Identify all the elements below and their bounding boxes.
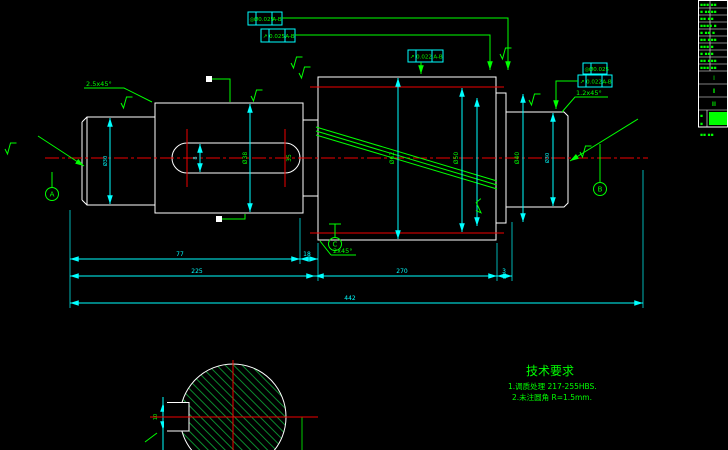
tech-req-line1: 1.调质处理 217-255HBS. [508, 381, 597, 391]
title-block-rows: ▪▪▪ ▪▪ ▪ ▪▪▪▪ ▪▪ ▪▪ ▪▪▪▪ ▪ ▪ ▪▪ ▪ ▪▪ ▪▪▪… [700, 3, 717, 138]
dim-77: 77 [176, 251, 184, 258]
gdt-frame-3: ↗ 0.022 A-B [407, 49, 444, 63]
dim-dia-root: Ø50 [453, 152, 460, 165]
datum-left: A [50, 191, 55, 199]
worm-body [317, 76, 497, 241]
titleblock-row: ▪▪▪ ▪▪ [700, 3, 717, 8]
dim-dia-right-journal: Ø30 [544, 153, 551, 163]
gdt4b-datum: A-B [602, 80, 611, 86]
gdt1-value: Ø0.025 [254, 16, 275, 23]
chamfer-notes: 2.5x45° 1.2x45° 2x45° [86, 80, 602, 255]
dim-225: 225 [191, 268, 203, 275]
gdt3-datum: A-B [433, 55, 442, 61]
dim-3: 3 [502, 268, 506, 275]
titleblock-row: ▪▪ ▪▪▪ [700, 38, 717, 43]
datum-right: B [598, 186, 603, 194]
titleblock-side2: ▪ [700, 122, 703, 127]
chamfer-note-right: 1.2x45° [576, 89, 602, 97]
dim-18: 18 [303, 251, 311, 258]
titleblock-row: ▪▪ ▪▪▪ [700, 59, 717, 64]
relief-neck [303, 119, 318, 197]
titleblock-row: ▪ ▪▪ ▪ [700, 31, 715, 36]
titleblock-row: ▪ ▪▪▪▪ [700, 10, 717, 15]
tech-req-line2: 2.未注圆角 R=1.5mm. [512, 392, 592, 402]
titleblock-row: ▪▪ ▪▪ [700, 17, 714, 22]
titleblock-sec2: Ⅱ [713, 88, 716, 95]
gdt-frame-4: ◎ Ø0.025 ↗ 0.022 A-B [577, 62, 613, 88]
gdt4a-value: Ø0.025 [589, 66, 610, 73]
chamfer-note-left: 2.5x45° [86, 80, 112, 88]
gdt4b-symbol: ↗ [580, 80, 585, 86]
dim-dia-key-section: Ø38 [242, 152, 249, 165]
titleblock-sec3: Ⅲ [712, 101, 716, 108]
dim-dia-worm: Ø62 [389, 152, 396, 165]
titleblock-row: ▪▪▪▪ ▪ [700, 24, 717, 29]
gdt1-datum: A-B [272, 17, 281, 23]
titleblock-sec1: Ⅰ [713, 75, 715, 82]
dim-270: 270 [396, 268, 408, 275]
chamfer-note-worm: 2x45° [333, 247, 353, 255]
datum-symbols: A C B [45, 182, 607, 251]
finish-square-bottom [216, 216, 222, 222]
gdt3-symbol: ↗ [410, 55, 415, 61]
titleblock-row: ▪▪▪ ▪▪ [700, 66, 717, 71]
dim-dia-left: Ø30 [102, 156, 109, 166]
section-view [150, 360, 318, 450]
titleblock-highlight-cell [709, 112, 727, 125]
dimension-texts: 77 18 225 270 3 442 Ø30 8 Ø30 [102, 153, 551, 302]
dim-dia-shoulder: Ø40 [514, 152, 521, 165]
gdt2-symbol: ↗ [263, 34, 268, 40]
gdt2-datum: A-B [285, 34, 294, 40]
gdt3-value: 0.022 [416, 55, 432, 61]
gdt1-symbol: ◎ [250, 17, 255, 23]
leader-lines [37, 17, 639, 450]
tech-req-title: 技术要求 [526, 364, 574, 378]
extension-lines [69, 170, 644, 308]
gdt-frames: ◎ Ø0.025 A-B ↗ 0.025 A-B ↗ 0.022 A-B ◎ Ø… [247, 11, 613, 88]
dim-key-width: 8 [193, 156, 199, 159]
gdt4b-value: 0.022 [586, 80, 602, 86]
dim-key-length: 35 [286, 154, 293, 162]
technical-requirements: 技术要求 1.调质处理 217-255HBS. 2.未注圆角 R=1.5mm. [508, 364, 597, 402]
titleblock-footer: ▪▪ ▪▪ [700, 133, 714, 138]
keyway-section [154, 102, 304, 214]
datum-mid: C [333, 241, 338, 249]
titleblock-side1: ▪ [700, 114, 703, 119]
titleblock-row: ▪ ▪▪▪ [700, 52, 714, 57]
centerlines [45, 86, 648, 234]
finish-square-top [206, 76, 212, 82]
gdt2-value: 0.025 [269, 34, 285, 40]
right-journal [506, 111, 569, 208]
gdt4a-symbol: ◎ [585, 67, 590, 73]
titleblock-row: ▪▪▪ ▪ [700, 45, 714, 50]
worm-helix-lines [315, 126, 498, 190]
dim-total: 442 [344, 295, 356, 302]
